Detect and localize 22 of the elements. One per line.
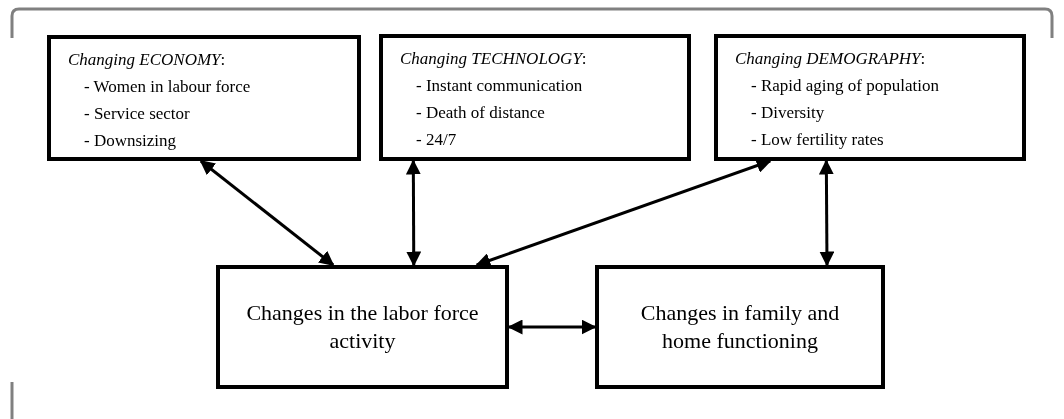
factor-box xyxy=(379,34,691,161)
list-item: - Diversity xyxy=(750,102,826,124)
double-arrow xyxy=(818,159,835,267)
list-item: - Service sector xyxy=(83,103,191,125)
factor-box xyxy=(47,35,361,161)
box-text: Changes in family and home functioning xyxy=(639,299,841,355)
double-arrow xyxy=(199,159,335,267)
double-arrow xyxy=(405,159,422,267)
box-heading: Changing ECONOMY: xyxy=(68,49,227,71)
box-text: Changes in the labor force activity xyxy=(245,299,480,355)
outcome-box xyxy=(216,265,509,389)
list-item: - Rapid aging of population xyxy=(750,75,940,97)
list-item: - Women in labour force xyxy=(83,76,252,98)
outcome-box xyxy=(595,265,885,389)
list-item: - Death of distance xyxy=(415,102,546,124)
factor-box xyxy=(714,34,1026,161)
list-item: - Downsizing xyxy=(83,130,178,152)
list-item: - Instant communication xyxy=(415,75,584,97)
list-item: - Low fertility rates xyxy=(750,129,885,151)
box-heading: Changing DEMOGRAPHY: xyxy=(735,48,927,70)
list-item: - 24/7 xyxy=(415,129,458,151)
box-heading: Changing TECHNOLOGY: xyxy=(400,48,588,70)
